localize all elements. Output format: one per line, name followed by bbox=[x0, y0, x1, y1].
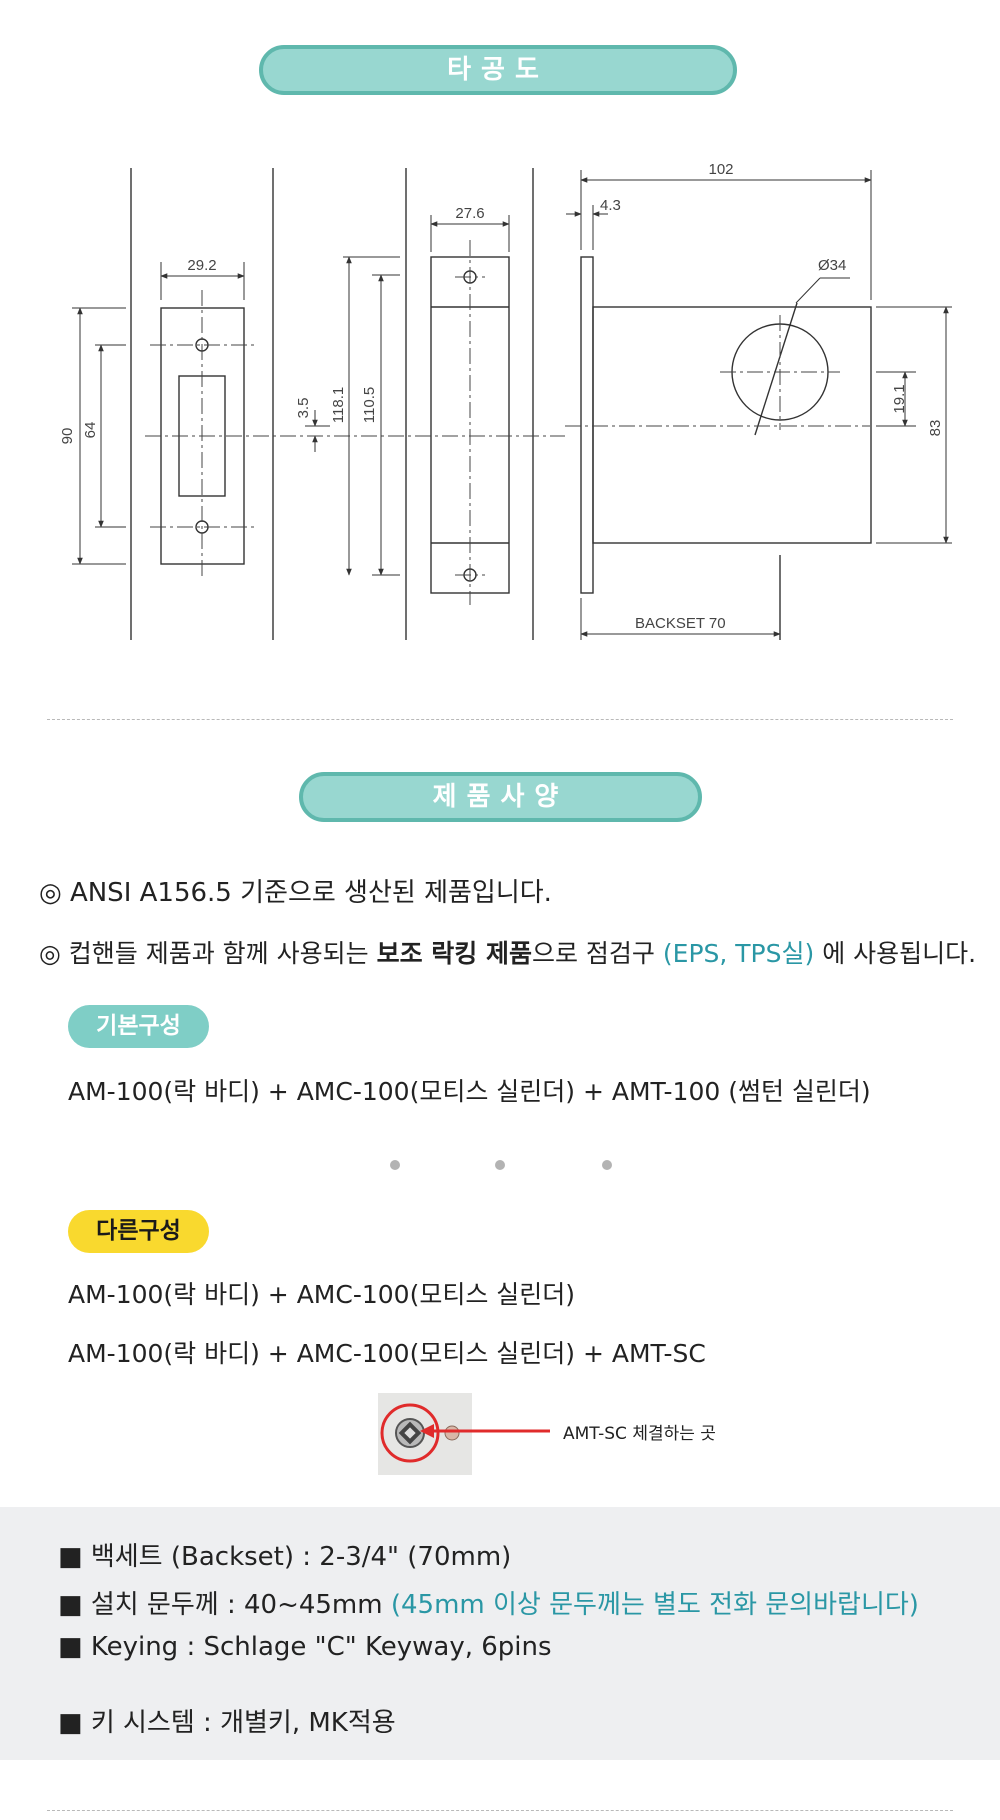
dim-4-3: 4.3 bbox=[600, 197, 621, 214]
dim-29-2: 29.2 bbox=[187, 257, 216, 274]
section-title-spec: 제품사양 bbox=[299, 772, 702, 822]
amt-sc-photo bbox=[378, 1393, 472, 1475]
intro-usage-teal: (EPS, TPS실) bbox=[662, 939, 815, 968]
badge-other-config: 다른구성 bbox=[68, 1210, 209, 1253]
intro-line-ansi: ◎ ANSI A156.5 기준으로 생산된 제품입니다. bbox=[39, 878, 552, 908]
separator-dot bbox=[390, 1160, 400, 1170]
section-title-drilling: 타공도 bbox=[259, 45, 737, 95]
dim-118-1: 118.1 bbox=[330, 387, 347, 423]
spec-door-thickness-note: (45mm 이상 문두께는 별도 전화 문의바랍니다) bbox=[390, 1590, 919, 1620]
amt-sc-photo-drawing bbox=[378, 1393, 472, 1475]
intro-usage-text-b: 으로 점검구 bbox=[531, 939, 663, 968]
intro-line-usage: ◎ 컵핸들 제품과 함께 사용되는 보조 락킹 제품으로 점검구 (EPS, T… bbox=[39, 934, 976, 970]
badge-basic-config: 기본구성 bbox=[68, 1005, 209, 1048]
dim-3-5: 3.5 bbox=[295, 398, 312, 419]
intro-usage-text-a: ◎ 컵핸들 제품과 함께 사용되는 bbox=[39, 939, 377, 968]
dim-102: 102 bbox=[708, 161, 733, 178]
other-config-line-2: AM-100(락 바디) + AMC-100(모티스 실린더) + AMT-SC bbox=[68, 1339, 706, 1368]
intro-usage-text-c: 에 사용됩니다. bbox=[814, 939, 977, 968]
other-config-line-1: AM-100(락 바디) + AMC-100(모티스 실린더) bbox=[68, 1280, 576, 1309]
spec-key-system: ■ 키 시스템 : 개별키, MK적용 bbox=[58, 1708, 396, 1738]
divider-bottom bbox=[47, 1810, 953, 1811]
intro-usage-bold: 보조 락킹 제품 bbox=[376, 939, 532, 968]
callout-label: AMT-SC 체결하는 곳 bbox=[563, 1424, 716, 1444]
dim-64: 64 bbox=[82, 422, 99, 439]
spec-backset: ■ 백세트 (Backset) : 2-3/4" (70mm) bbox=[58, 1542, 512, 1572]
spec-door-thickness: ■ 설치 문두께 : 40~45mm (45mm 이상 문두께는 별도 전화 문… bbox=[58, 1584, 919, 1621]
dim-83: 83 bbox=[927, 420, 944, 437]
separator-dot bbox=[602, 1160, 612, 1170]
spec-keying: ■ Keying : Schlage "C" Keyway, 6pins bbox=[58, 1632, 552, 1662]
spec-box bbox=[0, 1507, 1000, 1760]
separator-dot bbox=[495, 1160, 505, 1170]
basic-config-line: AM-100(락 바디) + AMC-100(모티스 실린더) + AMT-10… bbox=[68, 1077, 871, 1106]
dim-90: 90 bbox=[59, 428, 76, 445]
backset-label: BACKSET 70 bbox=[635, 615, 726, 632]
dim-27-6: 27.6 bbox=[455, 205, 484, 222]
drilling-diagram: 29.2 27.6 102 4.3 Ø34 BACKSET 70 90 64 3… bbox=[59, 161, 952, 640]
dim-19-1: 19.1 bbox=[891, 384, 908, 413]
dim-d34: Ø34 bbox=[818, 257, 846, 274]
callout-arrow bbox=[420, 1424, 550, 1438]
spec-door-thickness-text: ■ 설치 문두께 : 40~45mm bbox=[58, 1590, 391, 1620]
dim-110-5: 110.5 bbox=[361, 387, 378, 423]
divider bbox=[47, 719, 953, 720]
